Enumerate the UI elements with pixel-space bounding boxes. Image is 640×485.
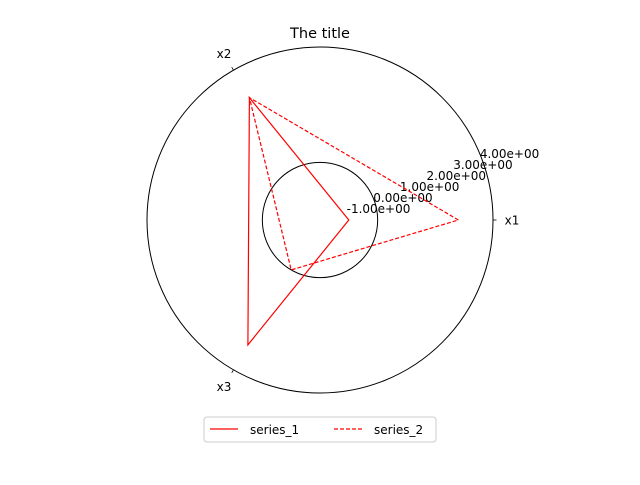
radial-tick-labels: -1.00e+000.00e+001.00e+002.00e+003.00e+0… xyxy=(347,147,540,216)
axis-label-x2: x2 xyxy=(217,47,232,61)
axis-labels: x1 x2 x3 xyxy=(217,47,520,394)
series-line-2 xyxy=(248,96,460,271)
outer-boundary-circle xyxy=(146,46,494,394)
series-layer xyxy=(247,95,460,347)
reference-circle xyxy=(261,161,379,279)
axis-label-x3: x3 xyxy=(217,380,232,394)
radial-tick-label: 1.00e+00 xyxy=(400,180,459,194)
legend: series_1 series_2 xyxy=(203,416,437,443)
legend-box xyxy=(203,416,437,443)
radial-tick-label: 2.00e+00 xyxy=(427,169,486,183)
axis-tick-x2 xyxy=(231,66,234,71)
axis-label-x1: x1 xyxy=(505,214,520,228)
radial-tick-label: 4.00e+00 xyxy=(480,147,539,161)
radial-tick-label: 0.00e+00 xyxy=(373,191,432,205)
legend-label-series-2: series_2 xyxy=(374,423,423,437)
axis-tick-x3 xyxy=(231,369,234,374)
radial-tick-label: -1.00e+00 xyxy=(347,202,411,216)
legend-label-series-1: series_1 xyxy=(250,423,299,437)
series-line-1 xyxy=(247,95,350,347)
axis-ticks xyxy=(231,66,497,374)
chart-title: The title xyxy=(289,26,350,42)
radial-tick-label: 3.00e+00 xyxy=(453,158,512,172)
